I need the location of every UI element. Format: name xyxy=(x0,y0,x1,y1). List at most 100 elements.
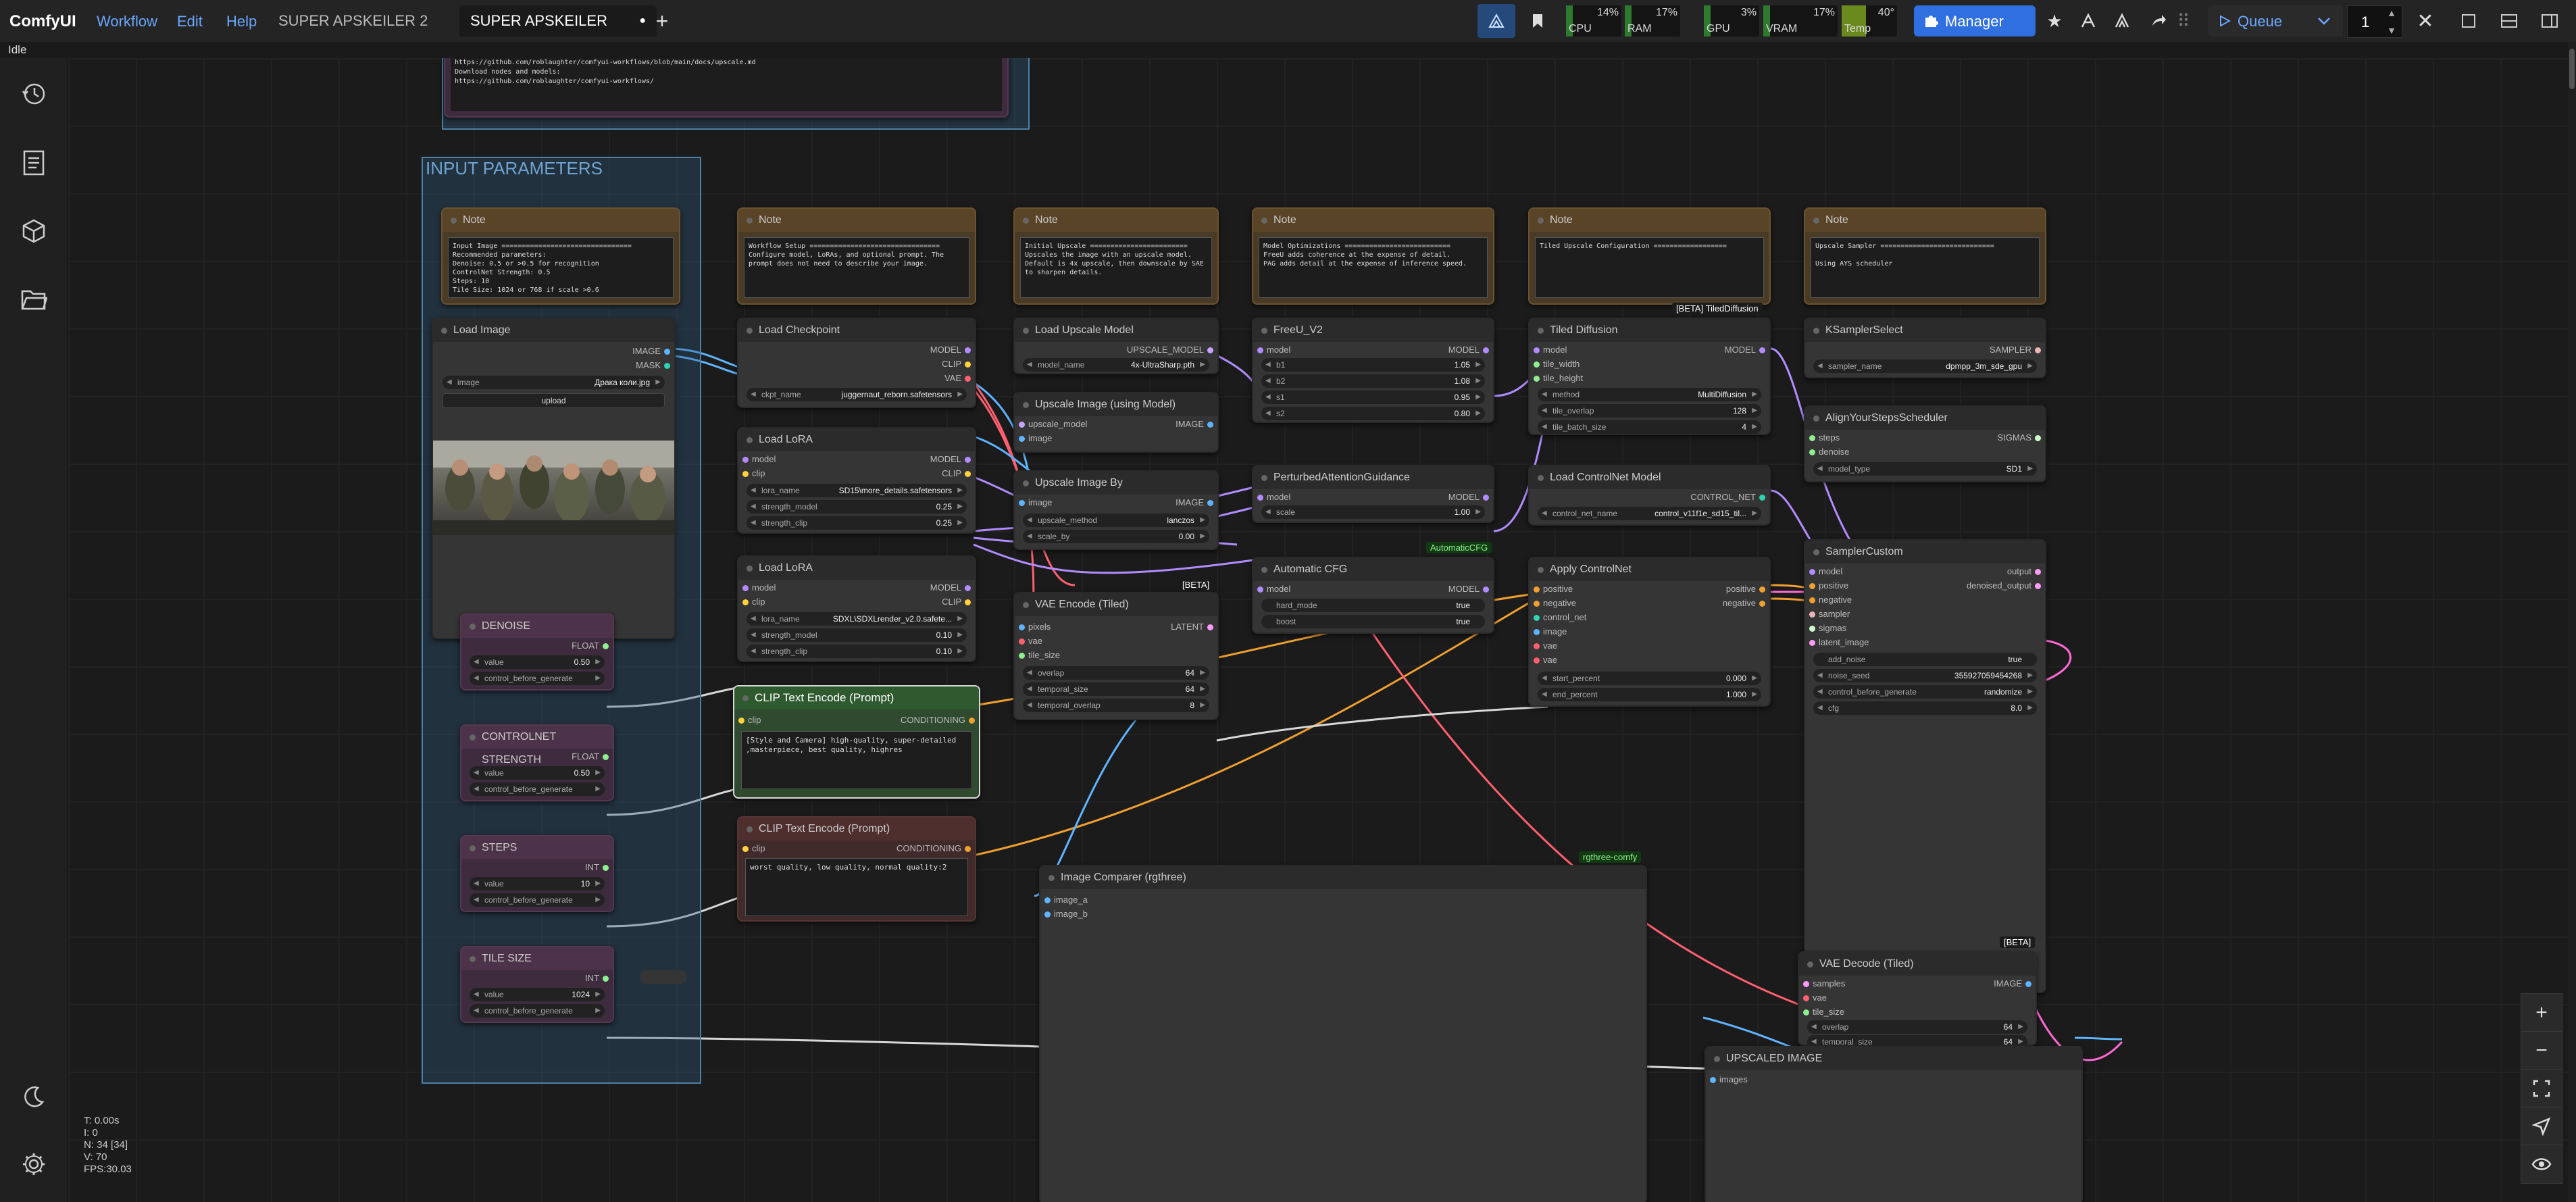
output-clip[interactable]: CLIP xyxy=(942,357,975,371)
model-manager-icon[interactable] xyxy=(2069,4,2107,38)
input-negative[interactable]: negative xyxy=(1805,593,1852,607)
b1-input[interactable]: b11.05 xyxy=(1261,358,1485,372)
input-clip[interactable]: clip xyxy=(738,467,765,480)
input-latent-image[interactable]: latent_image xyxy=(1805,636,1869,649)
note-input-image[interactable]: Note Input Image =======================… xyxy=(441,207,680,305)
note-workflow-setup[interactable]: Note Workflow Setup ====================… xyxy=(737,207,976,305)
folder-icon[interactable] xyxy=(17,282,51,316)
positive-prompt-textarea[interactable]: [Style and Camera] high-quality, super-d… xyxy=(741,731,972,789)
tab-super-apskeiler-2[interactable]: SUPER APSKEILER 2 xyxy=(278,12,428,29)
crystools-icon[interactable] xyxy=(1478,4,1515,38)
clip-text-encode-negative-node[interactable]: CLIP Text Encode (Prompt) clip CONDITION… xyxy=(737,816,976,922)
input-denoise[interactable]: denoise xyxy=(1805,445,1850,459)
custom-nodes-icon[interactable] xyxy=(2103,4,2141,38)
output-vae[interactable]: VAE xyxy=(944,372,975,385)
panel-icon[interactable] xyxy=(2531,4,2569,38)
b2-input[interactable]: b21.08 xyxy=(1261,374,1485,388)
square-icon[interactable] xyxy=(2450,4,2487,38)
load-controlnet-model-node[interactable]: Load ControlNet Model CONTROL_NET contro… xyxy=(1528,465,1771,526)
image-comparer-node[interactable]: Image Comparer (rgthree) image_a image_b xyxy=(1039,865,1647,1202)
input-vae[interactable]: vae xyxy=(1530,639,1557,653)
upscaled-image-node[interactable]: UPSCALED IMAGE images xyxy=(1704,1046,2083,1202)
reroute-node[interactable] xyxy=(640,970,687,984)
input-tile-size[interactable]: tile_size xyxy=(1015,649,1060,662)
output-model[interactable]: MODEL xyxy=(1448,343,1493,357)
queue-button[interactable]: Queue xyxy=(2208,5,2323,36)
note-body[interactable]: Workflow Setup =========================… xyxy=(744,237,969,298)
input-clip[interactable]: clip xyxy=(738,842,765,855)
output-denoised[interactable]: denoised_output xyxy=(1967,579,2045,593)
input-images[interactable]: images xyxy=(1706,1073,1748,1086)
input-positive[interactable]: positive xyxy=(1805,579,1848,593)
input-model[interactable]: model xyxy=(738,581,776,595)
upscale-image-using-model-node[interactable]: Upscale Image (using Model) upscale_mode… xyxy=(1013,392,1219,453)
steps-control[interactable]: control_before_generate xyxy=(470,893,605,907)
queue-options-button[interactable] xyxy=(2305,5,2343,36)
input-sigmas[interactable]: sigmas xyxy=(1805,622,1846,635)
output-negative[interactable]: negative xyxy=(1723,597,1769,610)
share-icon[interactable] xyxy=(2140,4,2177,38)
note-body[interactable]: Tiled Upscale Configuration ============… xyxy=(1535,237,1764,298)
input-model[interactable]: model xyxy=(1253,491,1290,504)
output-model[interactable]: MODEL xyxy=(1725,343,1769,357)
lora-name-select[interactable]: lora_nameSDXL\SDXLrender_v2.0.safete... xyxy=(747,612,967,626)
output-image[interactable]: IMAGE xyxy=(1176,418,1217,431)
input-model[interactable]: model xyxy=(1530,343,1567,357)
queue-list-icon[interactable] xyxy=(17,146,51,180)
output-float[interactable]: FLOAT xyxy=(572,750,613,763)
input-tile-height[interactable]: tile_height xyxy=(1530,372,1583,385)
node-library-icon[interactable] xyxy=(17,214,51,248)
history-icon[interactable] xyxy=(17,77,51,111)
input-negative[interactable]: negative xyxy=(1530,597,1576,610)
output-upscale-model[interactable]: UPSCALE_MODEL xyxy=(1127,343,1217,357)
moon-icon[interactable] xyxy=(17,1080,51,1113)
zoom-in-button[interactable]: + xyxy=(2521,993,2562,1032)
s2-input[interactable]: s20.80 xyxy=(1261,407,1485,420)
ksampler-select-node[interactable]: KSamplerSelect SAMPLER sampler_namedpmpp… xyxy=(1804,318,2046,378)
output-model[interactable]: MODEL xyxy=(1448,491,1493,504)
layout-icon[interactable] xyxy=(2490,4,2528,38)
note-body[interactable]: Input Image ============================… xyxy=(448,237,674,298)
denoise-control[interactable]: control_before_generate xyxy=(470,672,605,685)
align-your-steps-node[interactable]: AlignYourStepsScheduler steps denoise SI… xyxy=(1804,405,2046,482)
vae-encode-tiled-node[interactable]: VAE Encode (Tiled) pixels vae tile_size … xyxy=(1013,592,1219,720)
input-vae-2[interactable]: vae xyxy=(1530,653,1557,667)
input-vae[interactable]: vae xyxy=(1015,634,1042,648)
output-model[interactable]: MODEL xyxy=(930,453,975,466)
note-body[interactable]: Initial Upscale ========================… xyxy=(1020,237,1212,298)
links-note[interactable]: https://github.com/roblaughter/comfyui-w… xyxy=(444,58,1009,118)
upload-button[interactable]: upload xyxy=(443,393,665,408)
menu-edit[interactable]: Edit xyxy=(177,13,203,30)
close-icon[interactable]: ✕ xyxy=(2417,9,2434,32)
perturbed-attention-guidance-node[interactable]: PerturbedAttentionGuidance model MODEL s… xyxy=(1252,465,1494,523)
star-icon[interactable]: ★ xyxy=(2046,10,2063,31)
input-clip[interactable]: clip xyxy=(734,713,761,727)
load-upscale-model-node[interactable]: Load Upscale Model UPSCALE_MODEL model_n… xyxy=(1013,318,1219,374)
input-model[interactable]: model xyxy=(738,453,776,466)
output-image[interactable]: IMAGE xyxy=(1176,496,1217,509)
output-image[interactable]: IMAGE xyxy=(1994,977,2036,991)
fit-view-button[interactable] xyxy=(2521,1069,2562,1108)
select-mode-icon[interactable] xyxy=(2521,1107,2562,1146)
output-clip[interactable]: CLIP xyxy=(942,467,975,480)
input-upscale-model[interactable]: upscale_model xyxy=(1015,418,1087,431)
drag-handle-icon[interactable]: ⠿ xyxy=(2177,10,2190,31)
